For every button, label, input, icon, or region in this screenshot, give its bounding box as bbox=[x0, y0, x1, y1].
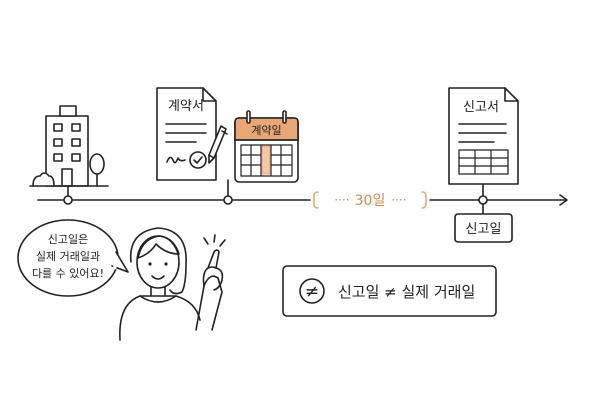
rule-text: 신고일 ≠ 실제 거래일 bbox=[338, 283, 475, 301]
sparkle-icon bbox=[203, 234, 226, 247]
calendar-highlight-day bbox=[261, 145, 271, 175]
contract-title: 계약서 bbox=[168, 99, 204, 114]
building-icon bbox=[29, 105, 109, 187]
speech-line-3: 다를 수 있어요! bbox=[32, 267, 104, 280]
period-label: 30일 bbox=[355, 193, 386, 209]
contract-document-icon: 계약서 bbox=[156, 87, 217, 181]
report-date-label: 신고일 bbox=[466, 222, 502, 237]
report-document-icon: 신고서 bbox=[448, 87, 519, 185]
speech-bubble: 신고일은 실제 거래일과 다를 수 있어요! bbox=[17, 219, 129, 297]
person-illustration bbox=[119, 227, 224, 341]
speech-line-2: 실제 거래일과 bbox=[36, 249, 100, 263]
calendar-icon: 계약일 bbox=[234, 110, 299, 183]
timeline-axis: ···· 30일 ···· bbox=[37, 179, 568, 209]
calendar-title: 계약일 bbox=[251, 123, 281, 137]
report-date-tag: 신고일 bbox=[454, 203, 513, 243]
timeline-node-report bbox=[478, 195, 488, 205]
timeline-node-building bbox=[63, 195, 73, 205]
not-equal-symbol: ≠ bbox=[305, 282, 319, 302]
period-dots-left: ···· bbox=[334, 193, 349, 207]
speech-line-1: 신고일은 bbox=[48, 232, 88, 246]
pen-icon bbox=[208, 125, 228, 164]
rule-box: ≠ 신고일 ≠ 실제 거래일 bbox=[282, 265, 497, 317]
report-title: 신고서 bbox=[463, 100, 499, 115]
timeline-node-contract bbox=[223, 195, 233, 205]
period-dots-right: ···· bbox=[391, 193, 406, 207]
not-equal-icon bbox=[299, 278, 325, 304]
